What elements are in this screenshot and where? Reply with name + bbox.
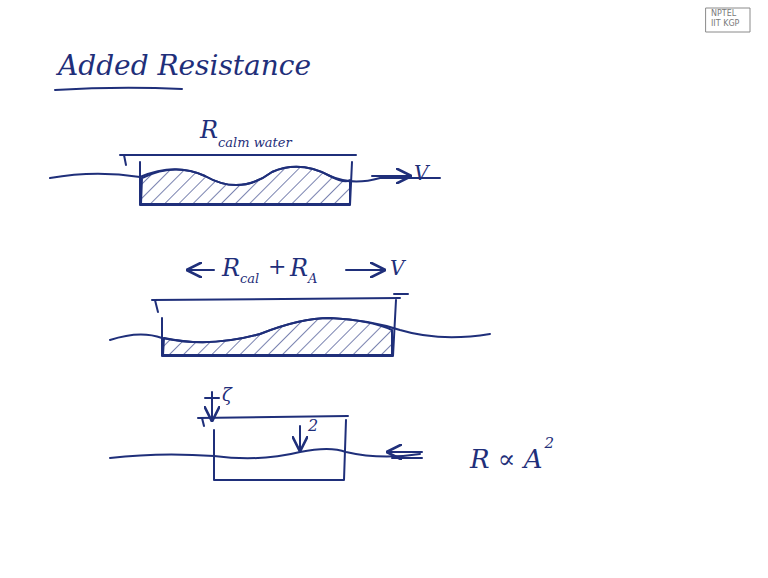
subscript: cal	[240, 272, 259, 285]
resistance-symbol: R	[222, 256, 240, 280]
motion-number: 2	[308, 418, 318, 434]
slide-title: Added Resistance	[58, 52, 311, 80]
watermark: NPTEL	[711, 10, 736, 18]
plus-sign: +	[268, 256, 286, 278]
watermark: IIT KGP	[711, 20, 739, 28]
resistance-symbol: R	[200, 118, 218, 142]
speed-label: V	[414, 163, 428, 183]
motion-symbol: ζ	[222, 386, 232, 404]
ship-calm-water	[50, 155, 440, 205]
ship-motions	[110, 392, 422, 480]
ship-in-waves	[110, 270, 490, 356]
resistance-symbol: R	[290, 256, 308, 280]
subscript: A	[308, 272, 317, 285]
subscript: calm water	[218, 136, 292, 149]
proportionality-note: R ∝ A	[470, 446, 542, 472]
speed-label: V	[390, 258, 404, 278]
title-underline	[55, 88, 182, 90]
superscript: 2	[544, 436, 554, 451]
watermark-box	[706, 8, 750, 32]
